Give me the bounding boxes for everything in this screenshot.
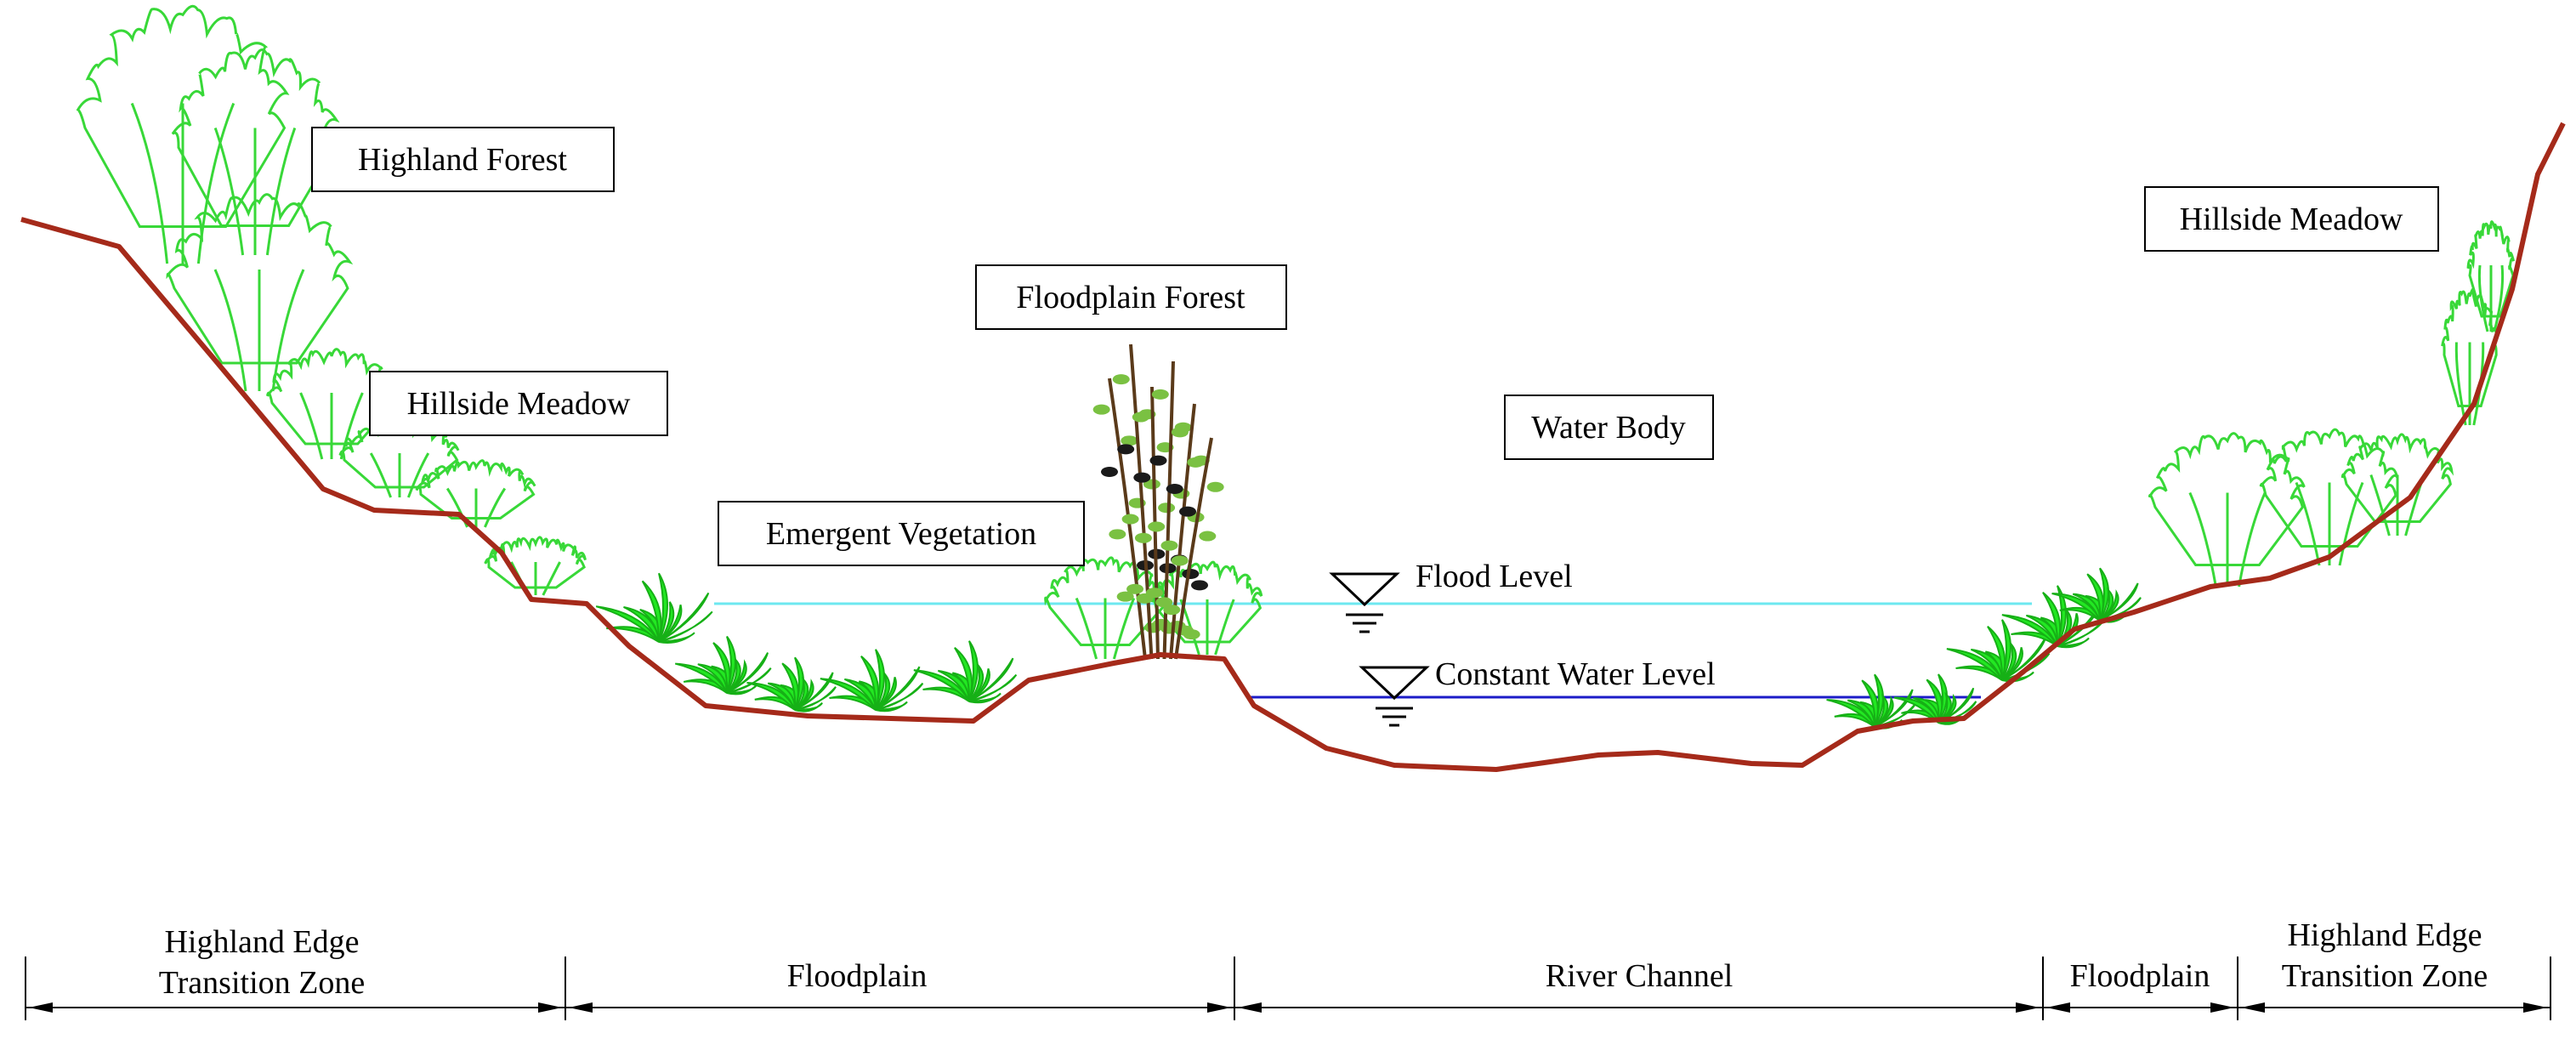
water-body-label-box: Water Body [1505,395,1713,459]
zone-label-highland-edge-left-line1: Highland Edge [164,924,359,960]
hillside-meadow-left-label-box: Hillside Meadow [370,372,667,435]
zone-label-highland-edge-right-line1: Highland Edge [2287,917,2482,953]
zone-label-floodplain-left: Floodplain [787,958,928,994]
emergent-vegetation-shrub-icon [1827,674,1915,728]
emergent-vegetation-shrub-icon [820,650,923,711]
floodplain-forest-tree-icon [1093,344,1224,659]
hillside-meadow-shrub-icon [485,537,586,595]
highland-forest-label: Highland Forest [358,142,567,178]
hillside-meadow-right-label-box: Hillside Meadow [2145,187,2438,251]
emergent-vegetation-label: Emergent Vegetation [766,516,1036,552]
emergent-vegetation-shrub-icon [2002,586,2105,647]
flood-level-label: Flood Level [1416,559,1573,594]
zone-label-floodplain-right: Floodplain [2070,958,2210,994]
hillside-meadow-left-label: Hillside Meadow [407,386,631,422]
hillside-meadow-right-label: Hillside Meadow [2180,202,2403,237]
constant-water-level-label: Constant Water Level [1435,656,1716,692]
emergent-vegetation-label-box: Emergent Vegetation [718,502,1084,565]
zone-label-highland-edge-left-line2: Transition Zone [159,965,365,1001]
hillside-meadow-shrub-icon [2342,434,2452,536]
zone-label-river-channel: River Channel [1546,958,1733,994]
highland-forest-label-box: Highland Forest [312,128,614,191]
emergent-vegetation-shrub-icon [914,641,1017,702]
vegetation-group [77,6,2514,728]
zone-label-highland-edge-right-line2: Transition Zone [2282,958,2488,994]
hillside-meadow-tree-icon [2261,429,2397,565]
hillside-meadow-shrub-icon [417,461,535,527]
floodplain-forest-label: Floodplain Forest [1016,280,1245,315]
floodplain-forest-label-box: Floodplain Forest [976,265,1286,329]
hillside-meadow-shrub-icon [2468,222,2514,332]
water-body-label: Water Body [1531,410,1686,446]
